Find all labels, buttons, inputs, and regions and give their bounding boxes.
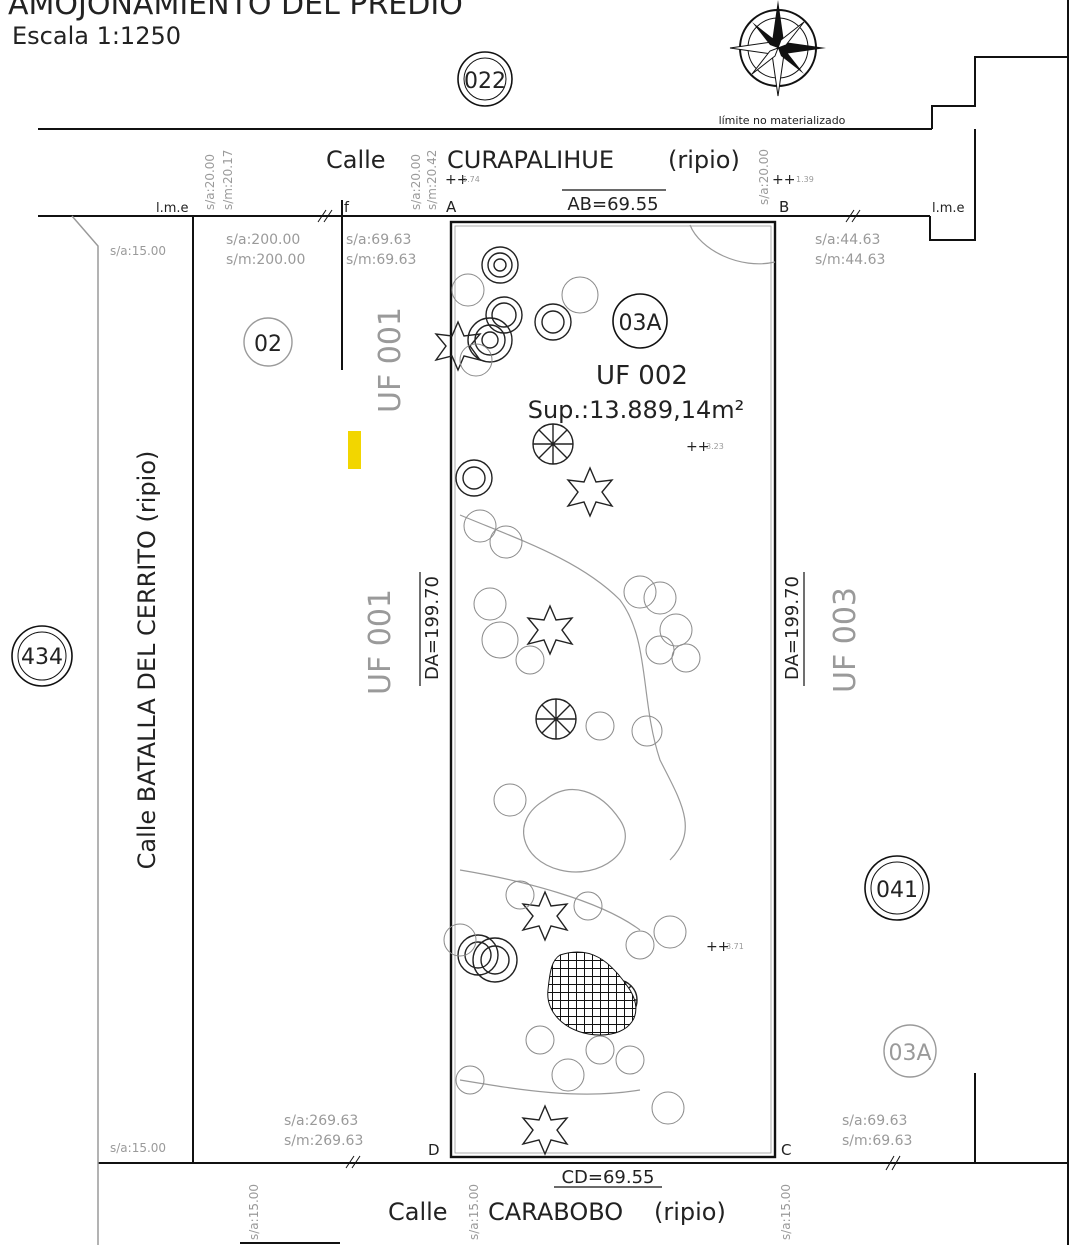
vertex-c: C <box>781 1141 791 1159</box>
badge-434: 434 <box>11 625 73 687</box>
survey-sa-44: s/a:44.63 <box>815 232 880 248</box>
svg-text:3.23: 3.23 <box>706 442 724 451</box>
survey-sa-200: s/a:200.00 <box>226 232 300 248</box>
svg-text:++: ++ <box>445 172 468 188</box>
plan-scale: Escala 1:1250 <box>12 22 181 50</box>
street-top-type: (ripio) <box>668 146 740 174</box>
survey-sa-69-br: s/a:69.63 <box>842 1113 907 1129</box>
plan-title: AMOJONAMIENTO DEL PREDIO <box>8 0 463 22</box>
svg-text:03A: 03A <box>618 311 661 336</box>
compass-icon <box>729 0 826 97</box>
tree-cluster-bottom <box>457 934 518 983</box>
svg-text:1.39: 1.39 <box>796 175 814 184</box>
neighbor-uf-left-mid: UF 001 <box>363 589 398 695</box>
highlight-marker <box>348 431 361 469</box>
marker-2: ++ 1.39 <box>772 172 814 188</box>
svg-text:434: 434 <box>21 645 63 670</box>
dimension-da-right: DA=199.70 <box>782 576 803 680</box>
survey-vert-sm20: s/m:20.17 <box>221 150 235 210</box>
street-bottom-type: (ripio) <box>654 1198 726 1226</box>
badge-03a-lower: 03A <box>883 1024 937 1078</box>
svg-text:++: ++ <box>706 939 729 955</box>
survey-vert-bot2: s/a:15.00 <box>467 1184 481 1240</box>
survey-sa-15-bl: s/a:15.00 <box>110 1141 166 1155</box>
parcel-boundary <box>449 220 777 1159</box>
vertex-b: B <box>779 198 789 216</box>
survey-vert-bot1: s/a:15.00 <box>247 1184 261 1240</box>
marker-1: ++ 5.74 <box>445 172 480 188</box>
tree-cluster-top <box>455 246 572 497</box>
survey-vert-sa20c: s/a:20.00 <box>757 149 771 205</box>
marker-3: ++ 3.23 <box>686 439 724 455</box>
survey-vert-sm20b: s/m:20.42 <box>425 150 439 210</box>
survey-sm-269: s/m:269.63 <box>284 1133 363 1149</box>
terrain-contours <box>459 224 776 1095</box>
dimension-cd: CD=69.55 <box>561 1167 654 1188</box>
street-top-prefix: Calle <box>326 146 386 174</box>
street-top-name: CURAPALIHUE <box>447 146 614 174</box>
parcel-area: Sup.:13.889,14m² <box>528 396 745 424</box>
survey-sm-69-tl: s/m:69.63 <box>346 252 416 268</box>
badge-022: 022 <box>457 51 513 107</box>
parcel-unit: UF 002 <box>596 361 688 391</box>
badge-041: 041 <box>864 855 930 921</box>
survey-vert-sa20: s/a:20.00 <box>203 154 217 210</box>
boundary-ticks <box>317 209 901 1171</box>
survey-sm-69-br: s/m:69.63 <box>842 1133 912 1149</box>
svg-text:++: ++ <box>772 172 795 188</box>
hatched-shrub-icon <box>547 951 637 1036</box>
svg-text:02: 02 <box>254 332 282 357</box>
survey-lme-left: l.m.e <box>156 201 189 216</box>
svg-text:5.74: 5.74 <box>462 175 480 184</box>
street-bottom-name: CARABOBO <box>488 1198 623 1226</box>
neighbor-uf-left-top: UF 001 <box>373 307 408 413</box>
survey-sa-269: s/a:269.63 <box>284 1113 358 1129</box>
svg-text:03A: 03A <box>888 1041 931 1066</box>
neighbor-uf-right: UF 003 <box>828 587 863 693</box>
street-left: Calle BATALLA DEL CERRITO (ripio) <box>133 451 161 870</box>
survey-sa-69-tl: s/a:69.63 <box>346 232 411 248</box>
survey-sm-200: s/m:200.00 <box>226 252 305 268</box>
svg-text:022: 022 <box>464 69 506 94</box>
survey-lme-right: l.m.e <box>932 201 965 216</box>
svg-text:++: ++ <box>686 439 709 455</box>
badge-parcel-03a: 03A <box>612 293 668 349</box>
badge-02: 02 <box>243 317 293 367</box>
svg-text:041: 041 <box>876 878 918 903</box>
survey-sa-15-tl: s/a:15.00 <box>110 244 166 258</box>
compass-note: límite no materializado <box>719 114 846 127</box>
dimension-ab: AB=69.55 <box>567 194 658 215</box>
vertex-d: D <box>428 1141 440 1159</box>
survey-sm-44: s/m:44.63 <box>815 252 885 268</box>
street-bottom-prefix: Calle <box>388 1198 448 1226</box>
tree-deciduous-group <box>443 273 701 1125</box>
point-f: f <box>344 200 350 216</box>
survey-vert-bot3: s/a:15.00 <box>779 1184 793 1240</box>
svg-text:3.71: 3.71 <box>726 942 744 951</box>
tree-flower-icons <box>434 320 614 1156</box>
marker-4: ++ 3.71 <box>706 939 744 955</box>
dimension-da-left: DA=199.70 <box>422 576 443 680</box>
survey-vert-sa20b: s/a:20.00 <box>409 154 423 210</box>
vertex-a: A <box>446 198 457 216</box>
